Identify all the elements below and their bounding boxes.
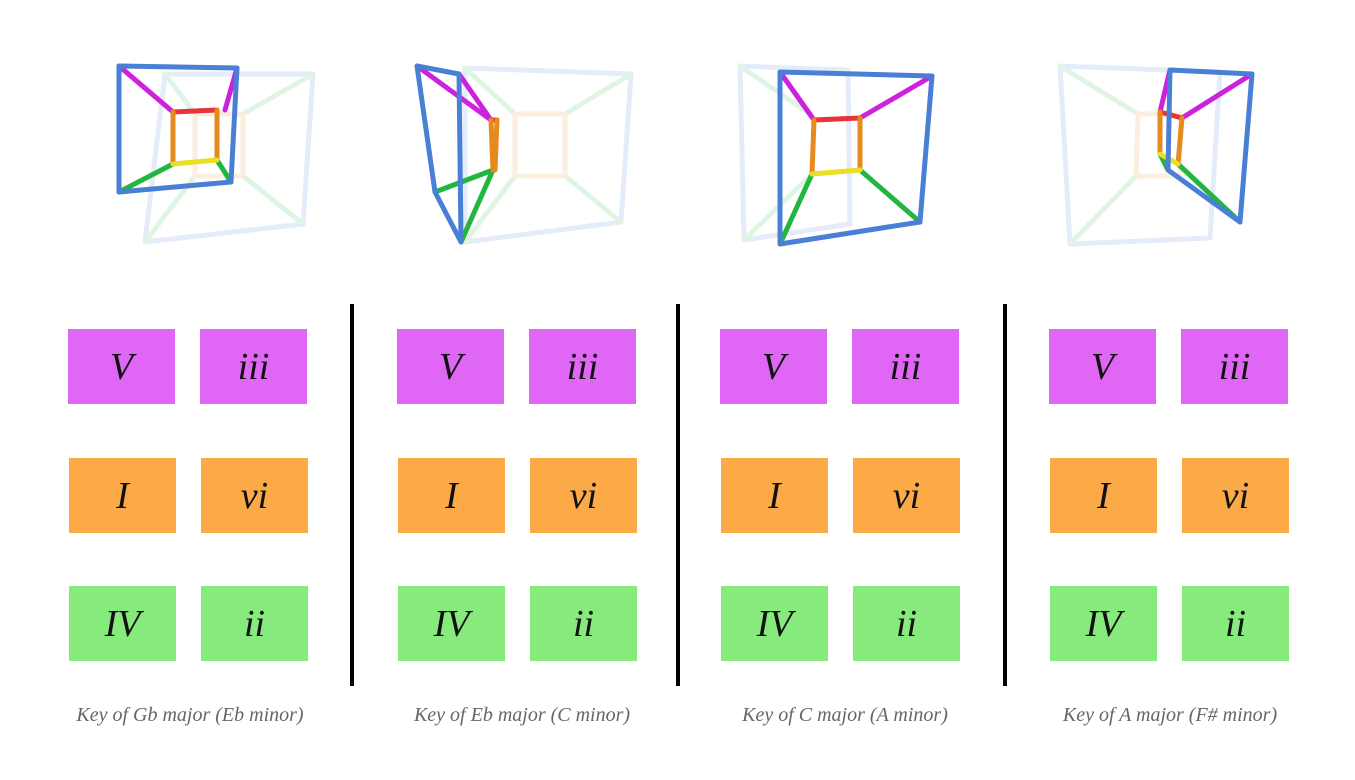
chord-block-tonic: I bbox=[69, 458, 176, 533]
chord-block-tonic: vi bbox=[853, 458, 960, 533]
chord-block-subdominant: IV bbox=[69, 586, 176, 661]
chord-label: iii bbox=[237, 345, 270, 388]
chord-label: I bbox=[1097, 474, 1110, 517]
chord-block-tonic: I bbox=[398, 458, 505, 533]
key-panel-gb-major: V iii I vi IV ii Key of Gb major (Eb min… bbox=[25, 0, 355, 780]
chord-block-dominant: V bbox=[68, 329, 175, 404]
chord-label: IV bbox=[756, 602, 793, 645]
chord-label: IV bbox=[1085, 602, 1122, 645]
key-caption: Key of A major (F# minor) bbox=[1062, 704, 1278, 726]
chord-block-dominant: iii bbox=[200, 329, 307, 404]
chord-label: ii bbox=[572, 602, 595, 645]
chord-block-dominant: iii bbox=[529, 329, 636, 404]
chord-block-dominant: V bbox=[397, 329, 504, 404]
chord-block-tonic: I bbox=[1050, 458, 1157, 533]
chord-block-tonic: I bbox=[721, 458, 828, 533]
chord-block-subdominant: IV bbox=[1050, 586, 1157, 661]
key-panel-a-major: V iii I vi IV ii Key of A major (F# mino… bbox=[1010, 0, 1340, 780]
chord-block-subdominant: IV bbox=[721, 586, 828, 661]
chord-label: vi bbox=[569, 474, 598, 517]
panel-divider bbox=[1003, 304, 1007, 686]
chord-label: V bbox=[1090, 345, 1115, 388]
chord-label: IV bbox=[104, 602, 141, 645]
chord-label: iii bbox=[889, 345, 922, 388]
chord-label: ii bbox=[895, 602, 918, 645]
tesseract-diagram bbox=[414, 63, 634, 245]
chord-label: ii bbox=[243, 602, 266, 645]
chord-block-dominant: iii bbox=[852, 329, 959, 404]
panel-divider bbox=[676, 304, 680, 686]
chord-block-tonic: vi bbox=[1182, 458, 1289, 533]
key-caption: Key of Gb major (Eb minor) bbox=[76, 704, 304, 726]
chord-block-dominant: V bbox=[1049, 329, 1156, 404]
chord-block-subdominant: ii bbox=[530, 586, 637, 661]
chord-block-subdominant: ii bbox=[201, 586, 308, 661]
chord-label: I bbox=[116, 474, 129, 517]
chord-block-dominant: iii bbox=[1181, 329, 1288, 404]
chord-label: V bbox=[761, 345, 786, 388]
chord-block-tonic: vi bbox=[201, 458, 308, 533]
chord-block-subdominant: ii bbox=[853, 586, 960, 661]
chord-block-subdominant: IV bbox=[398, 586, 505, 661]
chord-label: vi bbox=[1221, 474, 1250, 517]
chord-label: ii bbox=[1224, 602, 1247, 645]
chord-label: vi bbox=[240, 474, 269, 517]
panel-divider bbox=[350, 304, 354, 686]
chord-label: V bbox=[438, 345, 463, 388]
chord-label: V bbox=[109, 345, 134, 388]
chord-label: I bbox=[445, 474, 458, 517]
tesseract-diagram bbox=[116, 63, 316, 245]
key-panel-c-major: V iii I vi IV ii Key of C major (A minor… bbox=[680, 0, 1010, 780]
chord-block-subdominant: ii bbox=[1182, 586, 1289, 661]
key-caption: Key of Eb major (C minor) bbox=[413, 704, 631, 726]
tesseract-diagram bbox=[1057, 63, 1255, 247]
key-panel-eb-major: V iii I vi IV ii Key of Eb major (C mino… bbox=[355, 0, 685, 780]
key-caption: Key of C major (A minor) bbox=[742, 704, 948, 726]
chord-block-dominant: V bbox=[720, 329, 827, 404]
chord-label: iii bbox=[1218, 345, 1251, 388]
chord-block-tonic: vi bbox=[530, 458, 637, 533]
chord-label: iii bbox=[566, 345, 599, 388]
chord-label: I bbox=[768, 474, 781, 517]
chord-label: vi bbox=[892, 474, 921, 517]
chord-label: IV bbox=[433, 602, 470, 645]
tesseract-diagram bbox=[737, 63, 935, 247]
